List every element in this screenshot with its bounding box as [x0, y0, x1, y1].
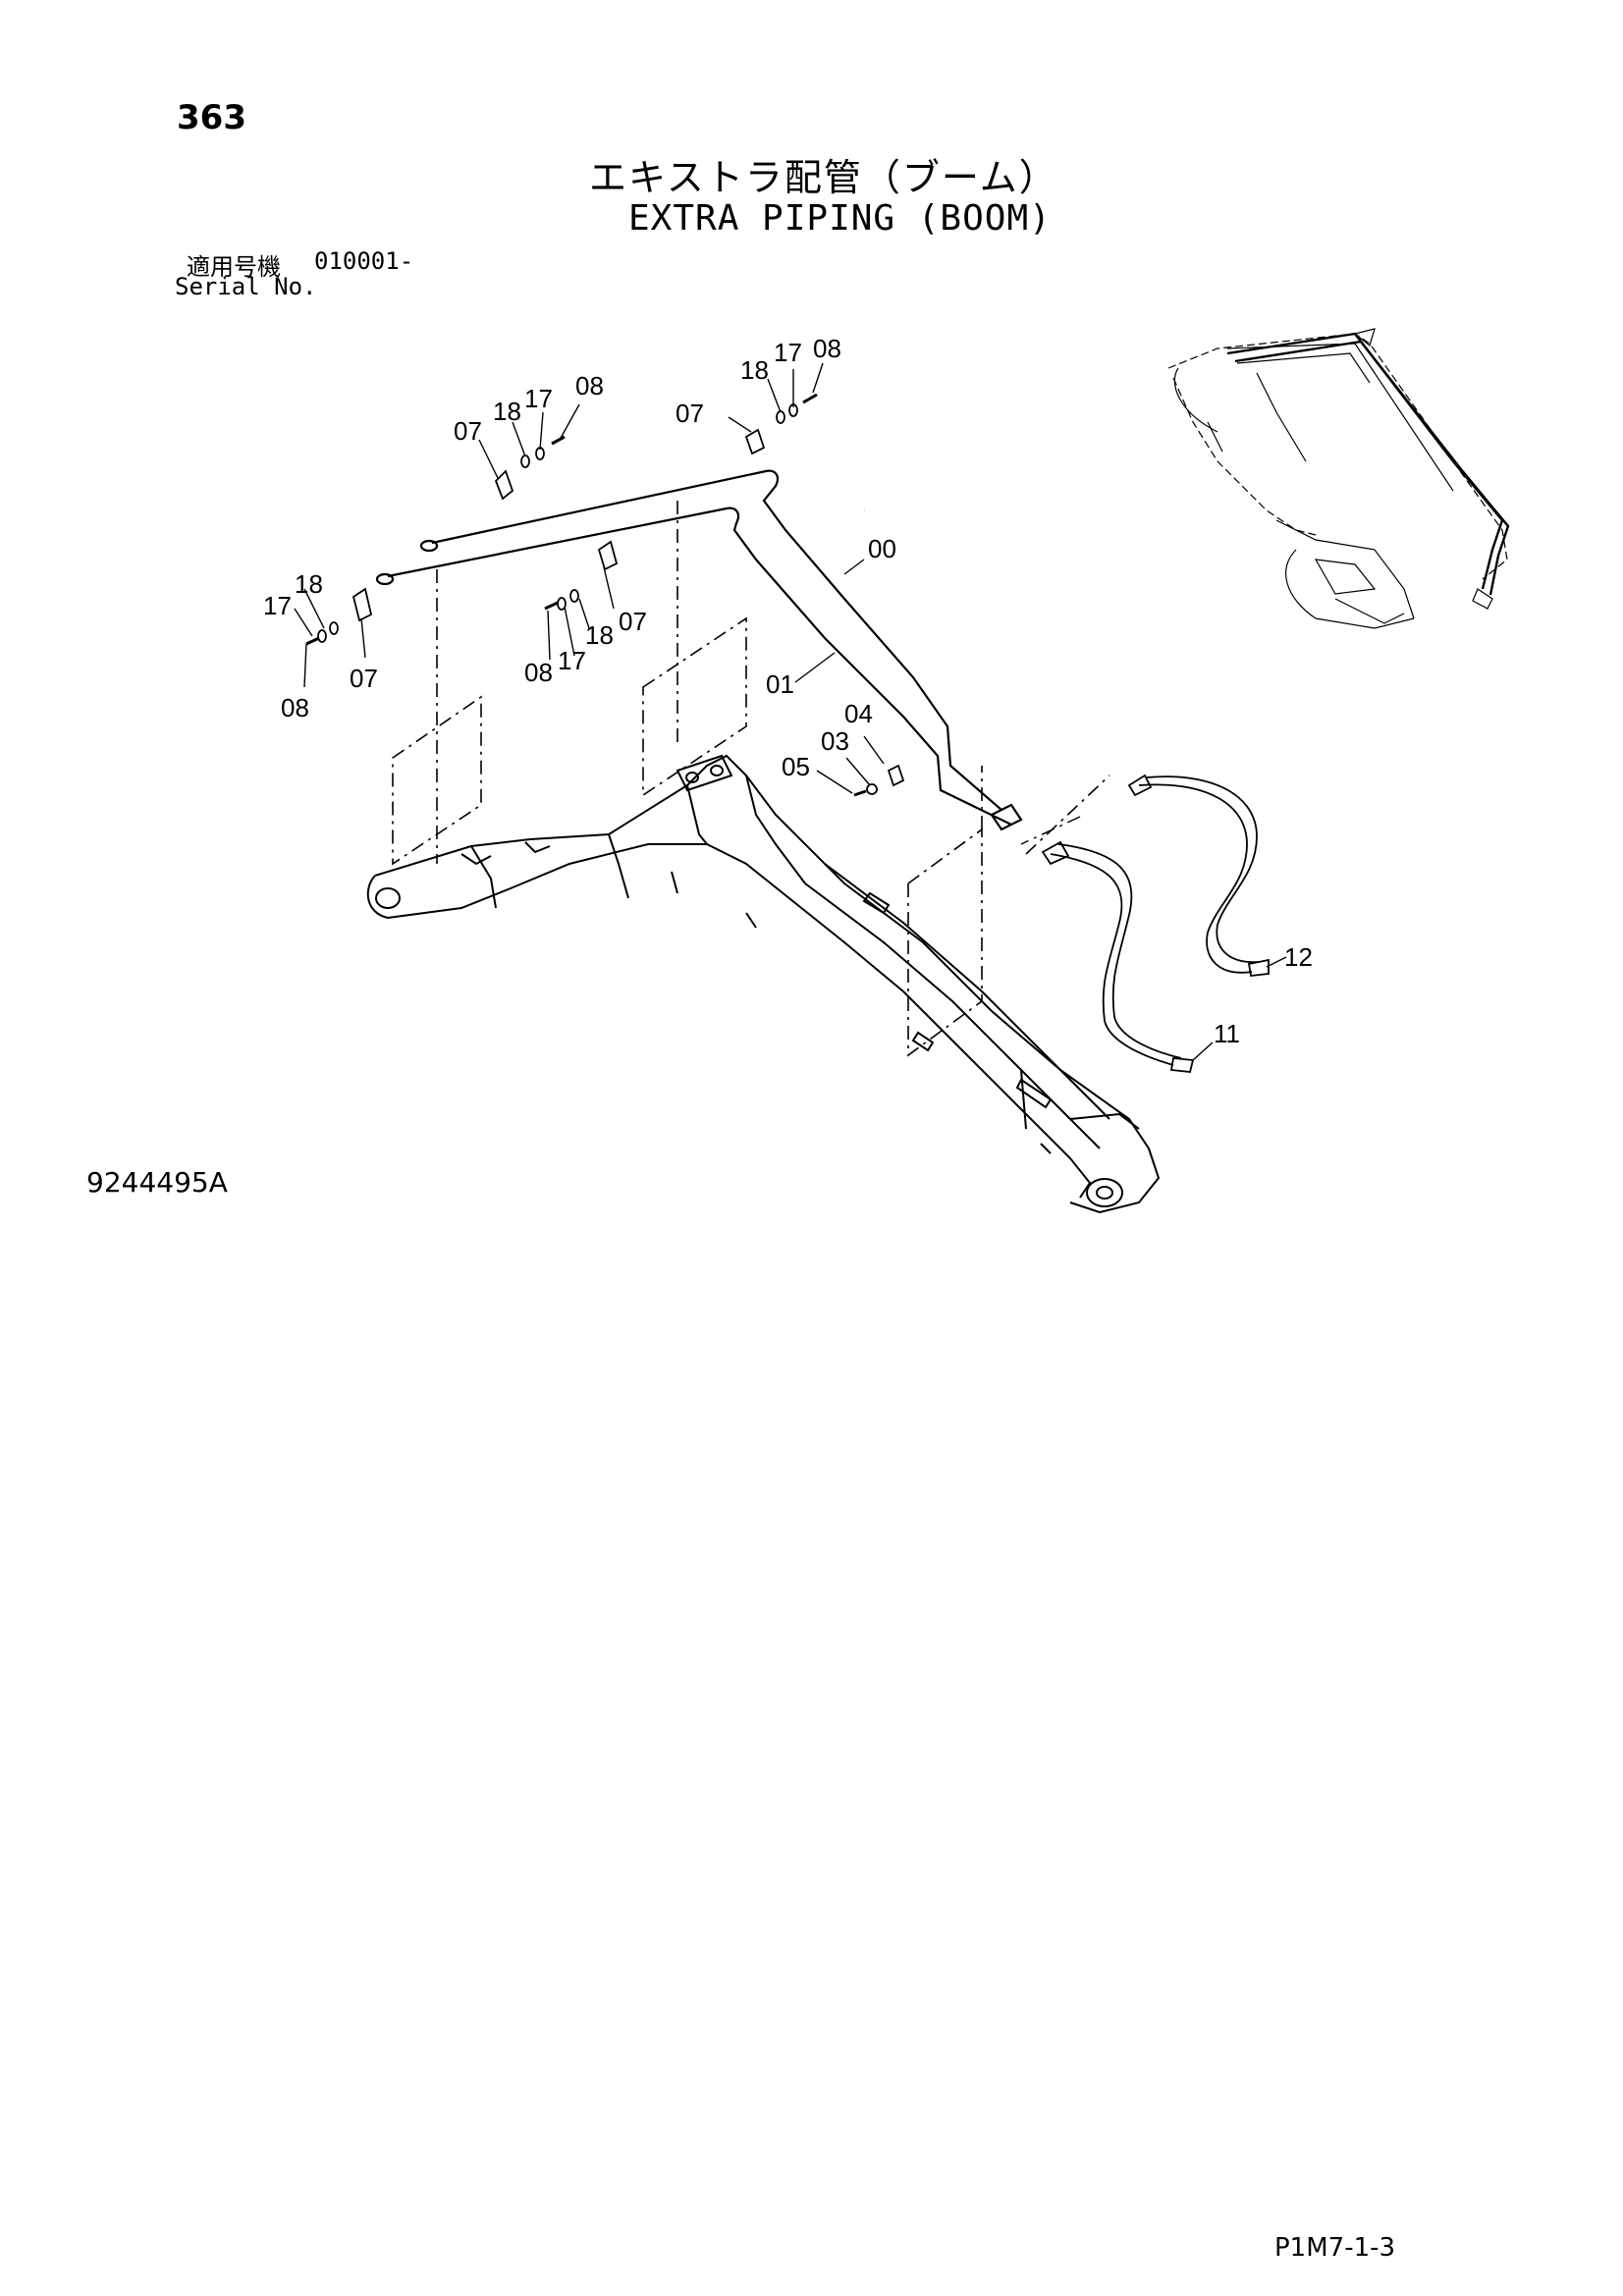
serial-value: 010001-	[314, 247, 414, 275]
hoses	[1020, 774, 1270, 1073]
callout-07-c: 07	[350, 664, 378, 693]
callouts: 07 18 17 08 07 18 17 08 18 17 07 08 07 1…	[263, 334, 1313, 1048]
callout-07-d: 07	[619, 607, 647, 636]
callout-04: 04	[844, 699, 873, 728]
page-number: 363	[177, 98, 246, 137]
callout-17-c: 17	[263, 591, 292, 620]
callout-08-d: 08	[524, 658, 553, 687]
inset-overview	[1167, 328, 1510, 629]
callout-08-a: 08	[575, 371, 604, 400]
callout-17-d: 17	[558, 646, 586, 675]
callout-07-a: 07	[454, 416, 482, 446]
callout-18-b: 18	[740, 355, 769, 385]
serial-label-english: Serial No.	[175, 273, 317, 300]
callout-03: 03	[821, 726, 849, 756]
leader-panels	[392, 501, 1110, 1057]
serial-label-japanese: 適用号機	[187, 253, 281, 281]
callout-12: 12	[1284, 942, 1313, 972]
callout-18-c: 18	[295, 569, 323, 599]
callout-00: 00	[868, 534, 896, 563]
callout-11: 11	[1214, 1019, 1240, 1048]
title-english: EXTRA PIPING (BOOM)	[628, 198, 1052, 239]
callout-01: 01	[766, 669, 794, 699]
callout-17-a: 17	[524, 384, 553, 413]
leader-lines	[294, 362, 1287, 1061]
title-japanese: エキストラ配管（ブーム）	[589, 156, 1058, 199]
drawing-number: 9244495A	[86, 1166, 228, 1199]
callout-07-b: 07	[676, 399, 704, 428]
callout-18-d: 18	[585, 620, 614, 650]
clamp-groups	[305, 393, 905, 797]
callout-08-c: 08	[281, 693, 309, 722]
callout-17-b: 17	[774, 338, 802, 367]
callout-08-b: 08	[813, 334, 841, 363]
page-reference: P1M7-1-3	[1274, 2233, 1396, 2263]
boom-body	[366, 754, 1161, 1214]
extra-piping-lines	[375, 469, 1023, 831]
callout-18-a: 18	[493, 397, 521, 426]
callout-05: 05	[782, 752, 810, 781]
